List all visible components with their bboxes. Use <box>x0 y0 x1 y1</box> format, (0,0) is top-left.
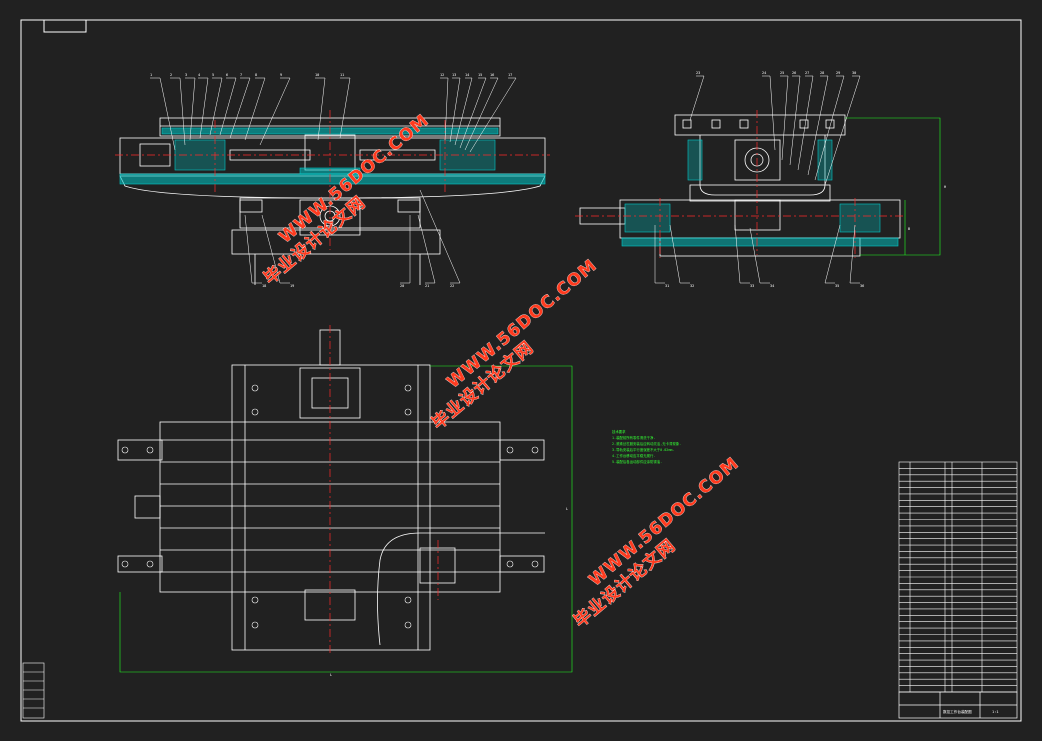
watermark-2: 毕业设计论文网 WWW.56DOC.COM <box>427 255 601 434</box>
side-view-centerline <box>575 110 905 258</box>
part-number-11: 11 <box>340 73 344 77</box>
part-number-18: 18 <box>262 284 266 288</box>
part-number-17: 17 <box>508 73 512 77</box>
part-number-20: 20 <box>400 284 404 288</box>
part-number-28: 28 <box>820 71 824 75</box>
part-number-12: 12 <box>440 73 444 77</box>
part-number-15: 15 <box>478 73 482 77</box>
note-line: 5.装配后各运动部件应涂防锈油. <box>612 459 662 464</box>
note-line: 1.装配前所有零件清洗干净. <box>612 435 655 440</box>
drawing-name: 数控工作台装配图 <box>943 709 972 714</box>
part-number-36: 36 <box>860 284 864 288</box>
part-number-35: 35 <box>835 284 839 288</box>
watermark-url: WWW.56DOC.COM <box>585 454 743 591</box>
plan-dim-label-right: L <box>566 507 568 511</box>
note-line: 3.导轨安装后平行度误差不大于0.02mm. <box>612 447 674 452</box>
part-number-19: 19 <box>290 284 294 288</box>
note-line: 技术要求 <box>612 429 626 434</box>
note-line: 2.滚珠丝杠副安装后应转动灵活,无卡滞现象. <box>612 441 681 446</box>
drawing-scale: 1:1 <box>992 710 999 714</box>
sheet-frame <box>20 19 1022 722</box>
side-dim-label-b: B <box>908 227 910 231</box>
part-number-33: 33 <box>750 284 754 288</box>
part-number-3: 3 <box>185 73 187 77</box>
part-number-32: 32 <box>690 284 694 288</box>
part-number-27: 27 <box>805 71 809 75</box>
part-number-1: 1 <box>150 73 152 77</box>
part-number-23: 23 <box>696 71 700 75</box>
plan-view-centerline <box>329 325 439 655</box>
part-number-30: 30 <box>852 71 856 75</box>
part-number-25: 25 <box>780 71 784 75</box>
technical-notes: 技术要求 1.装配前所有零件清洗干净. 2.滚珠丝杠副安装后应转动灵活,无卡滞现… <box>612 429 681 464</box>
side-view-dims <box>845 117 941 256</box>
part-number-7: 7 <box>240 73 242 77</box>
part-number-5: 5 <box>212 73 214 77</box>
title-block <box>898 691 1018 719</box>
part-number-9: 9 <box>280 73 282 77</box>
watermark-url: WWW.56DOC.COM <box>443 256 601 393</box>
side-view <box>579 114 901 257</box>
plan-view-dims <box>119 365 573 673</box>
side-view-leaders <box>654 75 861 284</box>
side-dim-label-h: H <box>944 185 946 189</box>
front-view-leaders <box>150 77 517 284</box>
note-line: 4.工作台移动应平稳无爬行. <box>612 453 655 458</box>
part-number-16: 16 <box>490 73 494 77</box>
part-number-2: 2 <box>170 73 172 77</box>
part-number-14: 14 <box>465 73 469 77</box>
part-number-31: 31 <box>665 284 669 288</box>
part-number-10: 10 <box>315 73 319 77</box>
part-number-13: 13 <box>452 73 456 77</box>
watermark-3: 毕业设计论文网 WWW.56DOC.COM <box>569 453 743 632</box>
plan-view-holes <box>121 384 539 629</box>
part-number-8: 8 <box>255 73 257 77</box>
front-view-centerline <box>115 110 550 250</box>
plan-dim-label-bottom: L <box>330 673 332 677</box>
part-number-6: 6 <box>226 73 228 77</box>
left-strip <box>22 662 45 719</box>
part-number-21: 21 <box>425 284 429 288</box>
part-number-26: 26 <box>792 71 796 75</box>
part-number-34: 34 <box>770 284 774 288</box>
part-number-24: 24 <box>762 71 766 75</box>
part-number-4: 4 <box>198 73 200 77</box>
bill-of-materials <box>898 461 1018 693</box>
side-view-hatch <box>621 139 899 247</box>
part-number-22: 22 <box>450 284 454 288</box>
part-number-29: 29 <box>836 71 840 75</box>
